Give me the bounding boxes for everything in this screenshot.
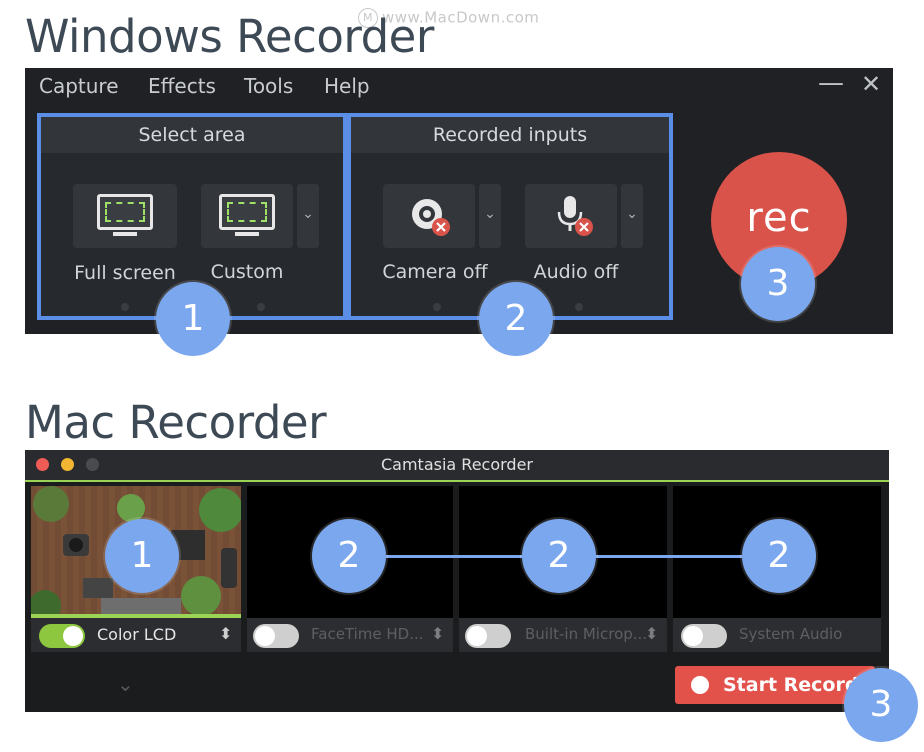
monitor-icon — [219, 194, 275, 230]
full-screen-button[interactable] — [73, 184, 177, 248]
audio-off-label: Audio off — [533, 261, 619, 283]
screen-preview[interactable] — [29, 486, 243, 622]
select-area-header: Select area — [41, 117, 343, 153]
microphone-toggle[interactable] — [465, 624, 511, 648]
microphone-off-icon — [557, 196, 593, 236]
expand-chevron-down-icon[interactable]: ⌄ — [117, 672, 134, 696]
zoom-window-button[interactable] — [86, 458, 99, 471]
recorded-inputs-panel: Recorded inputs ⌄ Camera off ⌄ Audio off — [347, 113, 673, 320]
recorded-inputs-header: Recorded inputs — [351, 117, 669, 153]
monitor-stand — [113, 232, 137, 236]
indicator-dot — [433, 303, 441, 311]
callout-badge-3: 3 — [844, 668, 918, 742]
callout-badge-2: 2 — [742, 519, 816, 593]
facetime-stepper-icon[interactable]: ⬍ — [431, 624, 445, 643]
monitor-icon — [97, 194, 153, 230]
source-control-facetime: FaceTime HD... ⬍ — [247, 618, 453, 652]
color-lcd-toggle[interactable] — [39, 624, 85, 648]
audio-dropdown-chevron-down-icon[interactable]: ⌄ — [621, 184, 643, 248]
mac-recorder-heading: Mac Recorder — [25, 396, 327, 449]
connector-line — [596, 555, 742, 558]
menu-capture[interactable]: Capture — [39, 74, 119, 98]
system-audio-toggle[interactable] — [681, 624, 727, 648]
windows-recorder-heading: Windows Recorder — [25, 10, 434, 63]
menu-tools[interactable]: Tools — [244, 74, 294, 98]
callout-badge-3: 3 — [741, 247, 815, 321]
indicator-dot — [121, 303, 129, 311]
camera-button[interactable] — [383, 184, 475, 248]
indicator-dot — [257, 303, 265, 311]
record-dot-icon — [691, 676, 709, 694]
minimize-window-button[interactable] — [61, 458, 74, 471]
source-control-color-lcd: Color LCD ⬍ — [31, 618, 241, 652]
callout-badge-2: 2 — [522, 519, 596, 593]
camera-off-label: Camera off — [382, 261, 488, 283]
custom-label: Custom — [210, 261, 284, 283]
start-recording-button[interactable]: Start Recording — [675, 666, 875, 704]
source-control-microphone: Built-in Microp... ⬍ — [459, 618, 667, 652]
watermark-text: www.MacDown.com — [382, 8, 540, 27]
callout-badge-2: 2 — [312, 519, 386, 593]
custom-dropdown-chevron-down-icon[interactable]: ⌄ — [297, 184, 319, 248]
close-window-button[interactable] — [36, 458, 49, 471]
minimize-button[interactable]: — — [818, 68, 844, 98]
mac-titlebar: Camtasia Recorder — [25, 450, 889, 482]
menu-help[interactable]: Help — [324, 74, 370, 98]
system-audio-label: System Audio — [739, 625, 843, 643]
source-control-system-audio: System Audio — [673, 618, 881, 652]
color-lcd-stepper-icon[interactable]: ⬍ — [219, 624, 233, 643]
facetime-toggle[interactable] — [253, 624, 299, 648]
callout-badge-1: 1 — [105, 519, 179, 593]
monitor-stand — [235, 232, 259, 236]
camera-dropdown-chevron-down-icon[interactable]: ⌄ — [479, 184, 501, 248]
start-recording-label: Start Recording — [723, 674, 863, 696]
facetime-label: FaceTime HD... — [311, 625, 424, 643]
callout-badge-2: 2 — [479, 282, 553, 356]
microphone-label: Built-in Microp... — [525, 625, 648, 643]
full-screen-label: Full screen — [74, 262, 176, 284]
webcam-off-icon — [412, 199, 450, 236]
custom-button[interactable] — [201, 184, 293, 248]
microphone-stepper-icon[interactable]: ⬍ — [645, 624, 659, 643]
mac-window-title: Camtasia Recorder — [380, 455, 533, 474]
close-button[interactable]: ✕ — [861, 70, 882, 98]
callout-badge-1: 1 — [156, 282, 230, 356]
indicator-dot — [575, 303, 583, 311]
watermark-logo-icon: M — [358, 8, 378, 28]
connector-line — [386, 555, 522, 558]
color-lcd-label: Color LCD — [97, 625, 177, 644]
audio-button[interactable] — [525, 184, 617, 248]
desktop-preview-image — [29, 486, 243, 622]
mac-recorder-window: Camtasia Recorder — [25, 450, 889, 712]
menu-effects[interactable]: Effects — [148, 74, 216, 98]
